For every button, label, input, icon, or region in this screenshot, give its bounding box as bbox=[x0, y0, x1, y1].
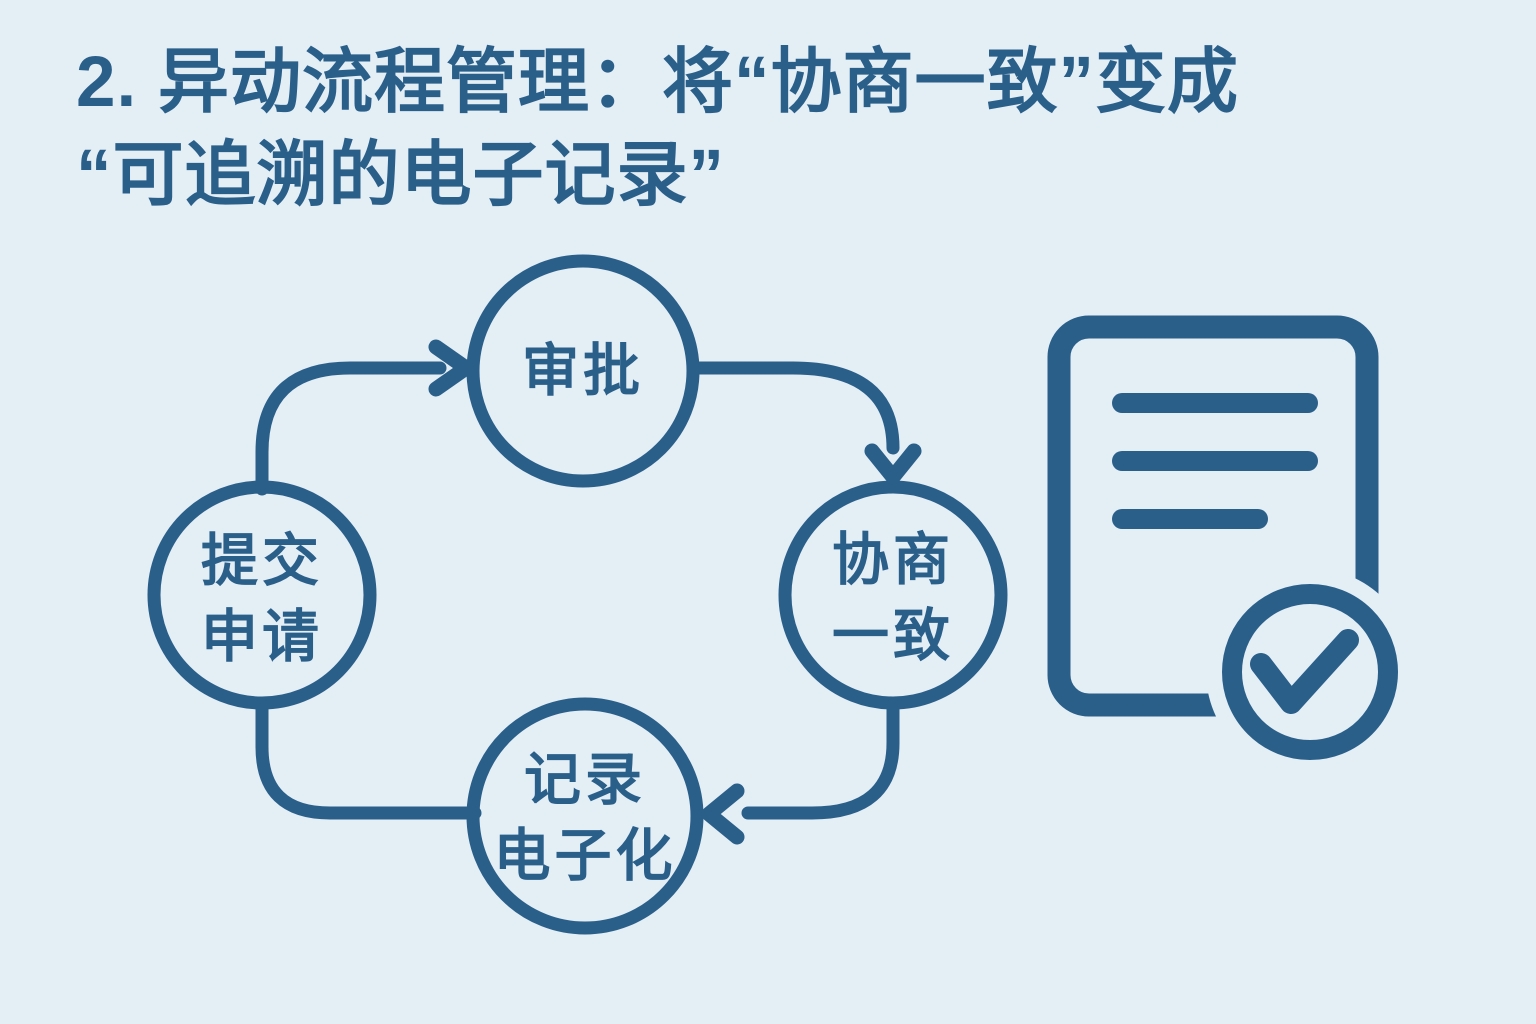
check-badge-ring bbox=[1222, 584, 1398, 760]
arrowhead-right-icon bbox=[428, 339, 474, 397]
record-label-line-2: 电子化 bbox=[493, 824, 677, 888]
flow-node-record-label: 记录 电子化 bbox=[494, 742, 677, 894]
page-title: 2. 异动流程管理：将“协商一致”变成 “可追溯的电子记录” bbox=[76, 36, 1239, 222]
flow-node-consensus-label: 协商 一致 bbox=[832, 522, 954, 674]
flow-node-approval-label: 审批 bbox=[522, 333, 644, 409]
record-label-line-1: 记录 bbox=[524, 748, 646, 812]
page-title-line-2: “可追溯的电子记录” bbox=[76, 136, 726, 215]
arrowhead-left-icon bbox=[701, 783, 745, 845]
check-circle-icon bbox=[1222, 584, 1398, 760]
arrow-approval-to-consensus bbox=[688, 361, 900, 455]
page-title-line-1: 2. 异动流程管理：将“协商一致”变成 bbox=[76, 43, 1239, 122]
approval-label-line-1: 审批 bbox=[522, 339, 644, 403]
checkmark-icon bbox=[1250, 629, 1359, 714]
arrowhead-down-icon bbox=[864, 443, 922, 485]
flow-node-submit-label: 提交 申请 bbox=[201, 523, 323, 675]
submit-label-line-2: 申请 bbox=[201, 605, 323, 669]
consensus-label-line-2: 一致 bbox=[832, 604, 954, 668]
connector-record-to-submit bbox=[255, 698, 482, 820]
consensus-label-line-1: 协商 bbox=[832, 528, 954, 592]
arrow-consensus-to-record bbox=[741, 698, 900, 820]
arrow-submit-to-approval bbox=[255, 361, 447, 496]
submit-label-line-1: 提交 bbox=[201, 529, 323, 593]
